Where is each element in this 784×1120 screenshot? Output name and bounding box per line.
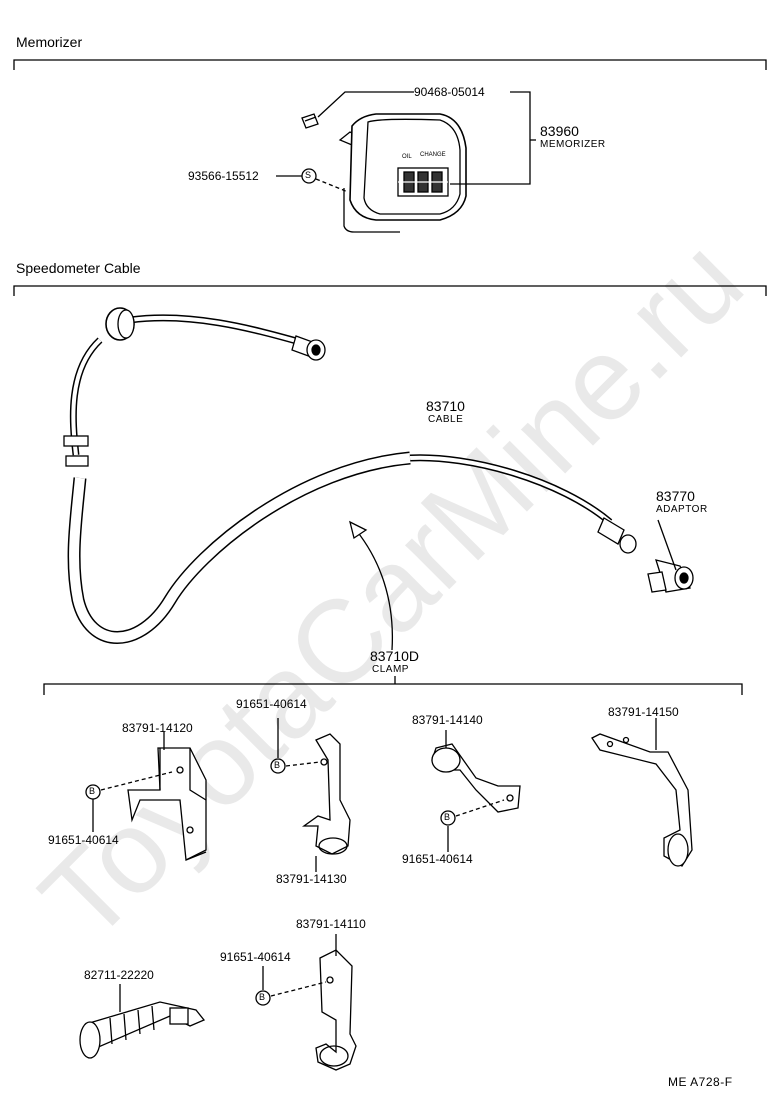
diagram-code: ME A728-F [668, 1075, 733, 1089]
speedometer-bracket [13, 285, 767, 296]
part-name-clamp: CLAMP [372, 664, 409, 675]
part-name-adaptor: ADAPTOR [656, 504, 708, 515]
part-number-clamp: 83710D [370, 648, 420, 664]
part-number-bolt-a: 91651-40614 [48, 833, 119, 847]
speedometer-cable-icon [63, 307, 637, 644]
section-title-memorizer: Memorizer [16, 34, 83, 50]
part-number-14140: 83791-14140 [412, 713, 483, 727]
part-number-cable: 83710 [426, 398, 465, 414]
symbol-s: S [305, 170, 312, 180]
part-number-adaptor: 83770 [656, 488, 695, 504]
part-name-cable: CABLE [428, 414, 464, 425]
clamp-bracket [43, 683, 743, 695]
part-number-bolt: 90468-05014 [414, 85, 485, 99]
part-number-22220: 82711-22220 [84, 968, 154, 982]
part-number-bolt-b: 91651-40614 [236, 697, 307, 711]
section-title-speedometer: Speedometer Cable [16, 260, 141, 276]
part-number-14120: 83791-14120 [122, 721, 193, 735]
part-number-14110: 83791-14110 [296, 917, 366, 931]
symbol-b-c: B [444, 812, 451, 822]
part-number-14130: 83791-14130 [276, 872, 347, 886]
memorizer-bracket [13, 59, 767, 70]
symbol-b-d: B [259, 992, 266, 1002]
part-name-memorizer: MEMORIZER [540, 139, 606, 150]
dial-label-change: CHANGE [420, 152, 446, 158]
clamp-14120-icon [127, 747, 207, 862]
symbol-b-b: B [274, 760, 281, 770]
memorizer-icon [338, 113, 467, 233]
clamp-14150-icon [591, 733, 693, 867]
clamp-14130-icon [301, 733, 351, 855]
clamp-14110-icon [315, 949, 357, 1071]
clamp-14140-icon [431, 743, 521, 813]
dial-label-oil: OIL [402, 154, 412, 160]
part-number-memorizer: 83960 [540, 123, 579, 139]
band-22220-icon [79, 1001, 206, 1059]
bolt-icon [301, 113, 319, 129]
part-number-bolt-c: 91651-40614 [402, 852, 473, 866]
adaptor-icon [647, 559, 694, 593]
part-number-14150: 83791-14150 [608, 705, 679, 719]
symbol-b-a: B [89, 786, 96, 796]
part-number-screw: 93566-15512 [188, 169, 259, 183]
part-number-bolt-d: 91651-40614 [220, 950, 291, 964]
